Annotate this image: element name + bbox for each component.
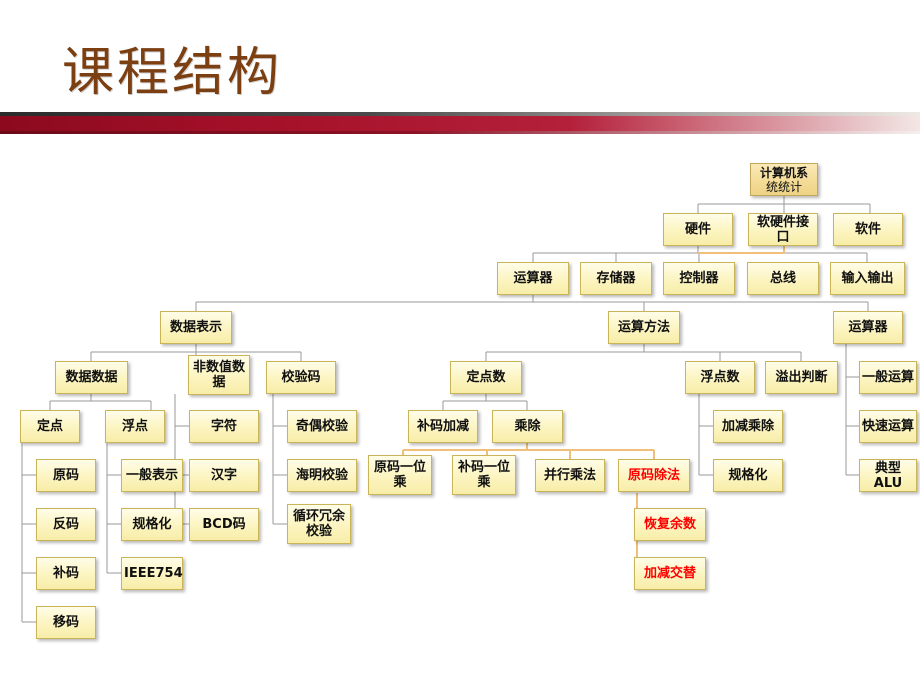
node-addsub-alternate[interactable]: 加减交替 [634,557,706,590]
node-alu-label: 运算器 [513,271,553,286]
node-software-label: 软件 [854,222,881,237]
node-root-line2: 统统计 [765,179,802,194]
node-numeric-data[interactable]: 数据数据 [55,361,128,394]
node-bus-label: 总线 [769,271,796,286]
node-original-division[interactable]: 原码除法 [618,459,690,492]
node-general-operation-label: 一般运算 [862,370,915,385]
node-overflow-judge-label: 溢出判断 [775,370,828,385]
node-typical-alu[interactable]: 典型ALU [859,459,917,492]
node-hardware[interactable]: 硬件 [663,213,733,246]
node-parity-check[interactable]: 奇偶校验 [287,410,357,443]
title-divider-top [0,112,920,116]
node-controller-label: 控制器 [679,271,719,286]
node-nonnumeric-data[interactable]: 非数值数据 [188,355,250,395]
node-ieee754-label: IEEE754 [124,566,183,581]
node-original-division-label: 原码除法 [627,468,680,483]
node-float-point-number[interactable]: 浮点数 [685,361,755,394]
node-offset-code[interactable]: 移码 [36,606,96,639]
node-normalized[interactable]: 规格化 [121,508,183,541]
node-fast-operation[interactable]: 快速运算 [859,410,917,443]
node-operation-method-label: 运算方法 [617,320,670,335]
node-root[interactable]: 计算机系 统统计 [750,163,818,196]
node-general-operation[interactable]: 一般运算 [859,361,917,394]
node-bus[interactable]: 总线 [747,262,819,295]
node-fixed-point[interactable]: 定点 [20,410,80,443]
node-character-label: 字符 [210,419,237,434]
node-ieee754[interactable]: IEEE754 [121,557,183,590]
node-complement-code[interactable]: 补码 [36,557,96,590]
node-alu[interactable]: 运算器 [497,262,569,295]
node-multiply-divide[interactable]: 乘除 [492,410,563,443]
node-parallel-multiply[interactable]: 并行乘法 [535,459,605,492]
node-original-1bit-multiply-label: 原码一位乘 [373,460,426,490]
node-original-1bit-multiply[interactable]: 原码一位乘 [368,455,432,495]
node-float-point-number-label: 浮点数 [700,370,740,385]
node-character[interactable]: 字符 [189,410,259,443]
node-parity-check-label: 奇偶校验 [295,419,348,434]
node-restore-remainder-label: 恢复余数 [643,517,696,532]
node-parallel-multiply-label: 并行乘法 [543,468,596,483]
node-check-code-label: 校验码 [281,370,321,385]
node-general-representation-label: 一般表示 [125,468,178,483]
node-root-line1: 计算机系 [759,165,808,180]
node-operation-method[interactable]: 运算方法 [608,311,680,344]
node-hamming-check-label: 海明校验 [295,468,348,483]
node-crc-check[interactable]: 循环冗余校验 [287,504,351,544]
node-alu-secondary-label: 运算器 [848,320,888,335]
node-nonnumeric-data-label: 非数值数据 [192,360,245,390]
node-addsub-muldiv-label: 加减乘除 [721,419,774,434]
node-memory-label: 存储器 [596,271,636,286]
node-complement-1bit-multiply[interactable]: 补码一位乘 [452,455,516,495]
node-multiply-divide-label: 乘除 [514,419,541,434]
node-bcd-code-label: BCD码 [202,517,246,532]
node-fixed-point-label: 定点 [36,419,63,434]
node-typical-alu-label: 典型ALU [873,460,903,491]
node-hamming-check[interactable]: 海明校验 [287,459,357,492]
node-hw-sw-interface[interactable]: 软硬件接口 [748,213,818,246]
node-fixed-point-number-label: 定点数 [466,370,506,385]
node-general-representation[interactable]: 一般表示 [121,459,183,492]
node-offset-code-label: 移码 [52,615,79,630]
node-check-code[interactable]: 校验码 [266,361,336,394]
node-restore-remainder[interactable]: 恢复余数 [634,508,706,541]
node-controller[interactable]: 控制器 [663,262,735,295]
node-data-representation[interactable]: 数据表示 [160,311,232,344]
node-normalized-label: 规格化 [132,517,172,532]
node-hw-sw-interface-label: 软硬件接口 [756,214,809,245]
node-data-representation-label: 数据表示 [169,320,222,335]
node-inverse-code[interactable]: 反码 [36,508,96,541]
node-io[interactable]: 输入输出 [830,262,905,295]
node-software[interactable]: 软件 [833,213,903,246]
node-hardware-label: 硬件 [684,222,711,237]
node-memory[interactable]: 存储器 [580,262,652,295]
node-numeric-data-label: 数据数据 [65,370,118,385]
node-crc-check-label: 循环冗余校验 [292,509,345,539]
node-chinese-character-label: 汉字 [210,468,237,483]
title-divider-accent [0,116,920,131]
node-addsub-muldiv[interactable]: 加减乘除 [713,410,783,443]
node-io-label: 输入输出 [841,271,894,286]
node-fast-operation-label: 快速运算 [862,419,915,434]
node-complement-code-label: 补码 [52,566,79,581]
title-divider-bottom [0,131,920,134]
node-alu-secondary[interactable]: 运算器 [833,311,903,344]
page-title: 课程结构 [62,43,283,103]
node-fp-normalized[interactable]: 规格化 [713,459,783,492]
node-inverse-code-label: 反码 [52,517,79,532]
node-overflow-judge[interactable]: 溢出判断 [765,361,838,394]
node-complement-addsub-label: 补码加减 [416,419,469,434]
node-fixed-point-number[interactable]: 定点数 [450,361,522,394]
node-float-point-label: 浮点 [121,419,148,434]
node-original-code[interactable]: 原码 [36,459,96,492]
node-original-code-label: 原码 [52,468,79,483]
node-bcd-code[interactable]: BCD码 [189,508,259,541]
node-float-point[interactable]: 浮点 [105,410,165,443]
node-complement-addsub[interactable]: 补码加减 [408,410,478,443]
node-addsub-alternate-label: 加减交替 [643,566,696,581]
node-complement-1bit-multiply-label: 补码一位乘 [457,460,510,490]
node-fp-normalized-label: 规格化 [728,468,768,483]
node-chinese-character[interactable]: 汉字 [189,459,259,492]
title-area: 课程结构 [0,14,920,124]
